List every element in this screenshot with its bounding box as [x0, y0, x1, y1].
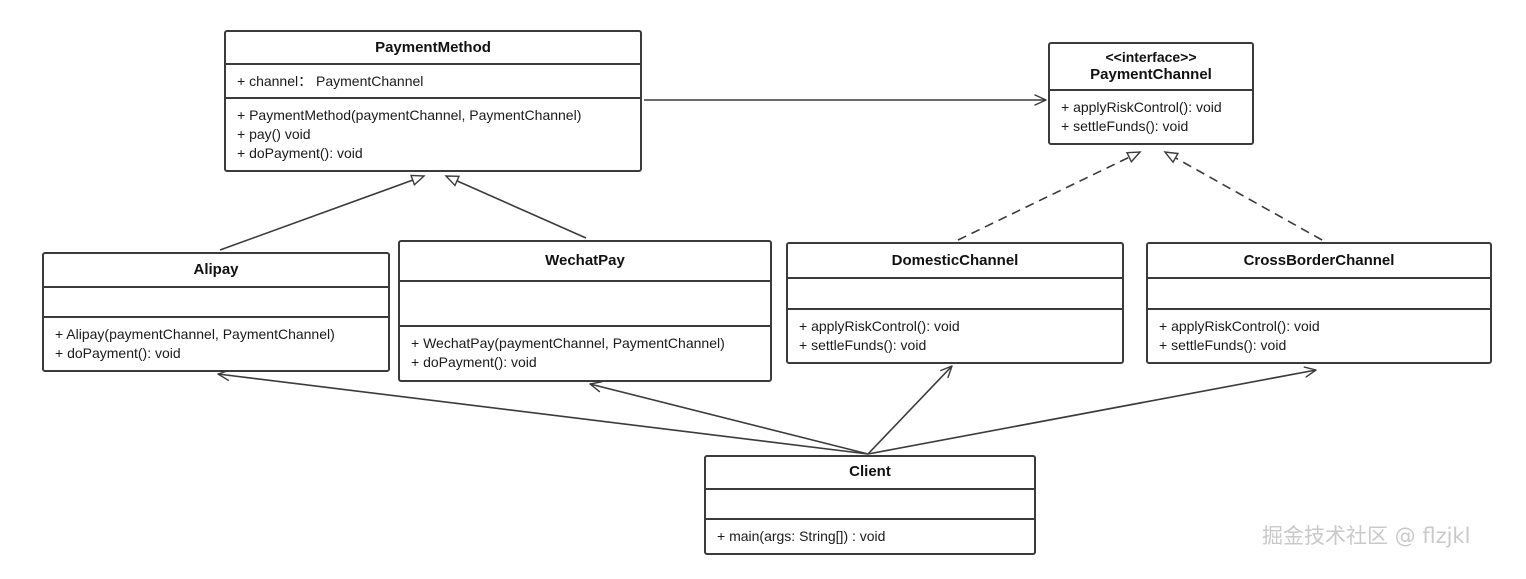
edge-crossborderchannel-to-paymentchannel: [1165, 152, 1323, 241]
compartment-divider: [706, 487, 1034, 490]
method-item: + main(args: String[]) : void: [717, 528, 886, 544]
class-name-client: Client: [849, 463, 891, 481]
method-item: + applyRiskControl(): void: [1159, 318, 1320, 334]
compartment-divider: [1050, 89, 1252, 91]
methods-compartment-crossborderchannel: + applyRiskControl(): void + settleFunds…: [1148, 310, 1490, 362]
compartment-divider: [1148, 308, 1490, 310]
class-header-paymentchannel: <<interface>> PaymentChannel: [1050, 44, 1252, 89]
methods-compartment-wechatpay: + WechatPay(paymentChannel, PaymentChann…: [400, 327, 770, 380]
methods-compartment-paymentchannel: + applyRiskControl(): void + settleFunds…: [1050, 91, 1252, 143]
compartment-divider: [44, 286, 388, 289]
method-item: + pay() void: [237, 126, 311, 142]
attributes-compartment-wechatpay: [400, 282, 770, 325]
compartment-divider: [400, 325, 770, 327]
class-box-paymentmethod[interactable]: PaymentMethod + channel： PaymentChannel …: [224, 30, 642, 172]
method-item: + doPayment(): void: [237, 145, 363, 161]
compartment-divider: [44, 316, 388, 318]
compartment-divider: [226, 97, 640, 99]
class-name-crossborderchannel: CrossBorderChannel: [1243, 251, 1395, 269]
edge-wechatpay-to-paymentmethod: [446, 176, 587, 239]
class-header-wechatpay: WechatPay: [400, 242, 770, 280]
class-box-paymentchannel[interactable]: <<interface>> PaymentChannel + applyRisk…: [1048, 42, 1254, 145]
edge-client-to-domesticchannel: [867, 365, 953, 455]
compartment-divider: [788, 277, 1122, 280]
method-item: + WechatPay(paymentChannel, PaymentChann…: [411, 335, 725, 351]
methods-compartment-client: + main(args: String[]) : void: [706, 520, 1034, 553]
method-item: + Alipay(paymentChannel, PaymentChannel): [55, 326, 335, 342]
methods-compartment-domesticchannel: + applyRiskControl(): void + settleFunds…: [788, 310, 1122, 362]
method-item: + PaymentMethod(paymentChannel, PaymentC…: [237, 107, 582, 123]
class-box-crossborderchannel[interactable]: CrossBorderChannel + applyRiskControl():…: [1146, 242, 1492, 364]
class-name-alipay: Alipay: [193, 261, 239, 279]
class-box-domesticchannel[interactable]: DomesticChannel + applyRiskControl(): vo…: [786, 242, 1124, 364]
class-header-client: Client: [706, 457, 1034, 488]
class-box-alipay[interactable]: Alipay + Alipay(paymentChannel, PaymentC…: [42, 252, 390, 372]
attributes-compartment-crossborderchannel: [1148, 279, 1490, 308]
attributes-compartment-domesticchannel: [788, 279, 1122, 308]
compartment-divider: [1148, 277, 1490, 280]
attribute-item: + channel： PaymentChannel: [237, 73, 424, 89]
watermark-label: 掘金技术社区 @ flzjkl: [1262, 524, 1471, 548]
class-header-paymentmethod: PaymentMethod: [226, 32, 640, 63]
compartment-divider: [226, 63, 640, 65]
edge-client-to-wechatpay: [589, 381, 869, 455]
stereotype-label-interface: <<interface>>: [1105, 49, 1197, 65]
method-item: + settleFunds(): void: [1159, 337, 1287, 353]
class-header-domesticchannel: DomesticChannel: [788, 244, 1122, 277]
compartment-divider: [788, 308, 1122, 310]
class-name-wechatpay: WechatPay: [545, 252, 625, 269]
method-item: + doPayment(): void: [55, 345, 181, 361]
method-item: + applyRiskControl(): void: [799, 318, 960, 334]
class-name-paymentmethod: PaymentMethod: [375, 38, 491, 56]
edge-client-to-alipay: [217, 369, 869, 455]
edge-domesticchannel-to-paymentchannel: [957, 152, 1140, 241]
methods-compartment-alipay: + Alipay(paymentChannel, PaymentChannel)…: [44, 318, 388, 370]
class-name-paymentchannel: PaymentChannel: [1090, 66, 1212, 83]
class-box-client[interactable]: Client + main(args: String[]) : void: [704, 455, 1036, 555]
method-item: + settleFunds(): void: [1061, 118, 1189, 134]
edge-client-to-crossborderchannel: [867, 366, 1317, 455]
attributes-compartment-alipay: [44, 288, 388, 316]
compartment-divider: [400, 280, 770, 282]
compartment-divider: [706, 518, 1034, 520]
attributes-compartment-client: [706, 490, 1034, 518]
method-item: + applyRiskControl(): void: [1061, 99, 1222, 115]
class-header-alipay: Alipay: [44, 254, 388, 286]
class-header-crossborderchannel: CrossBorderChannel: [1148, 244, 1490, 277]
methods-compartment-paymentmethod: + PaymentMethod(paymentChannel, PaymentC…: [226, 99, 640, 170]
edge-alipay-to-paymentmethod: [219, 176, 424, 251]
class-box-wechatpay[interactable]: WechatPay + WechatPay(paymentChannel, Pa…: [398, 240, 772, 382]
class-name-domesticchannel: DomesticChannel: [891, 251, 1019, 269]
method-item: + settleFunds(): void: [799, 337, 927, 353]
method-item: + doPayment(): void: [411, 354, 537, 370]
attributes-compartment-paymentmethod: + channel： PaymentChannel: [226, 65, 640, 97]
